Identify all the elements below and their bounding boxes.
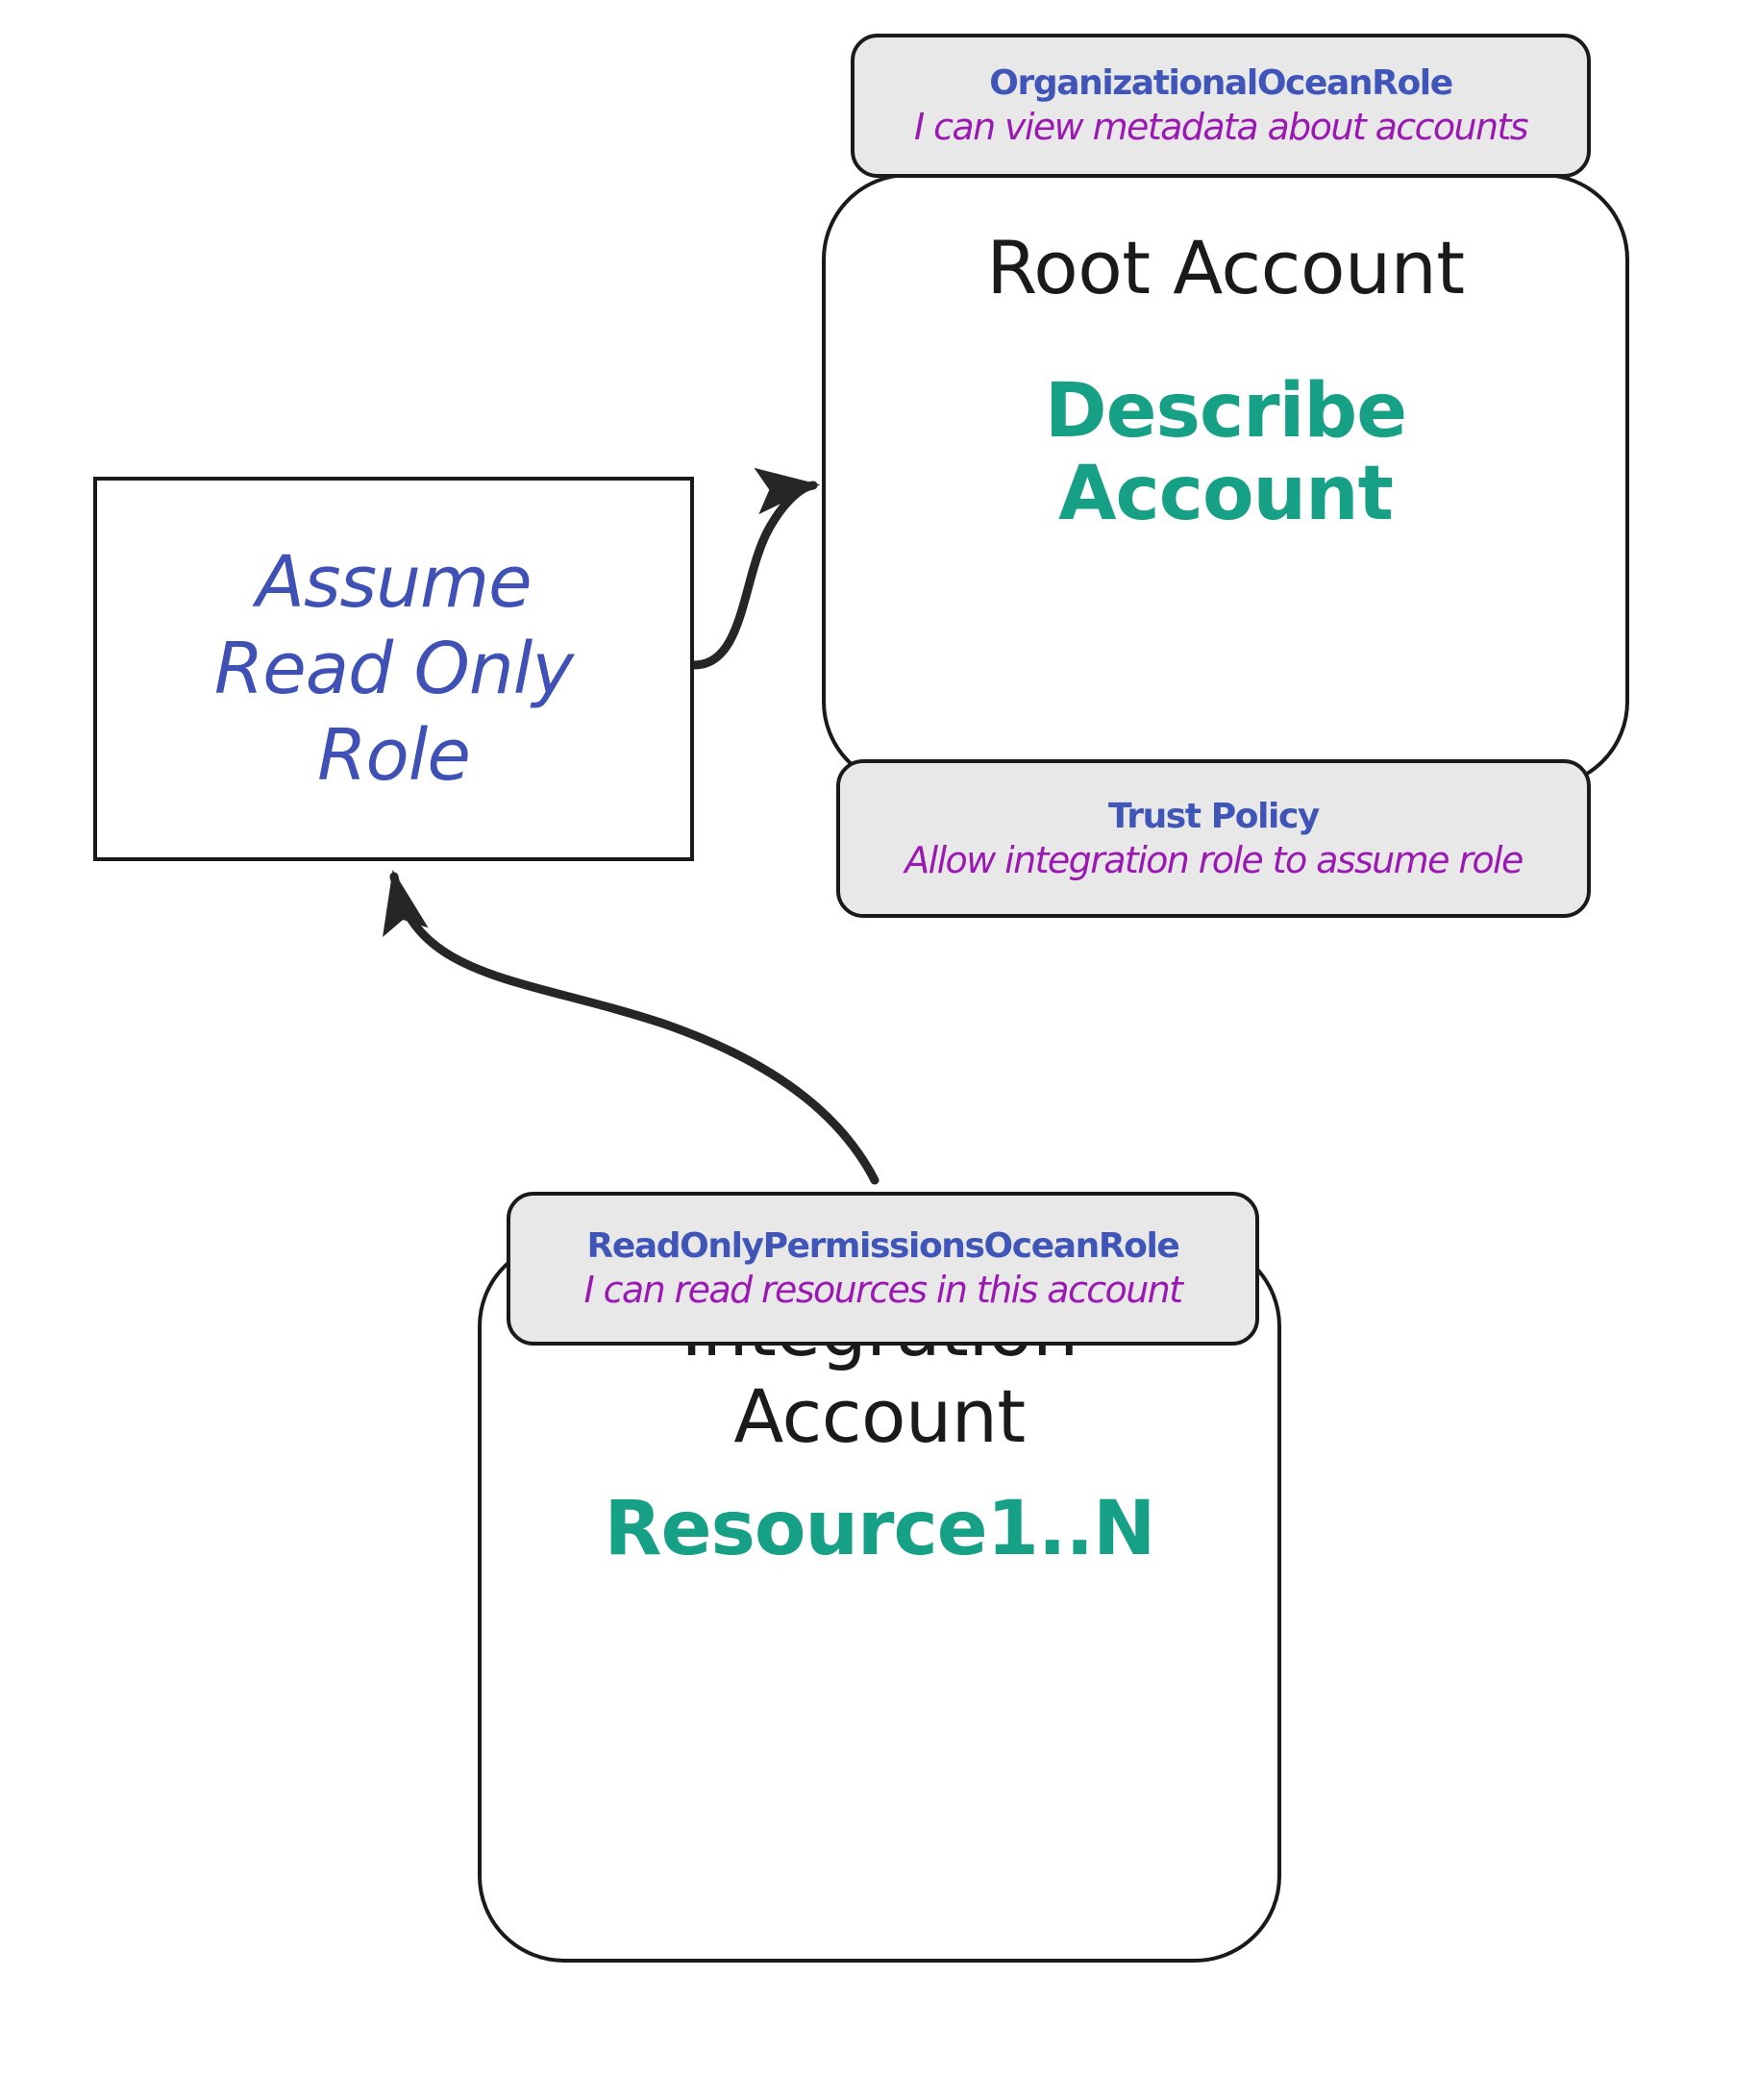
integration-account-role-callout[interactable]: ReadOnlyPermissionsOceanRole I can read … <box>507 1192 1259 1346</box>
root-account-role-description: I can view metadata about accounts <box>914 106 1529 149</box>
integration-account-role-description: I can read resources in this account <box>583 1269 1184 1312</box>
root-account-resource-label: Describe Account <box>1044 368 1407 537</box>
trust-policy-callout[interactable]: Trust Policy Allow integration role to a… <box>836 759 1591 918</box>
edge-integration-to-assume <box>383 869 880 1185</box>
assume-read-only-role-label: Assume Read Only Role <box>213 540 574 798</box>
root-account-role-name: OrganizationalOceanRole <box>989 63 1453 104</box>
root-account-role-callout[interactable]: OrganizationalOceanRole I can view metad… <box>851 34 1591 178</box>
integration-account-resource-label: Resource1..N <box>604 1486 1156 1572</box>
edge-assume-to-root <box>689 467 821 670</box>
integration-account-role-name: ReadOnlyPermissionsOceanRole <box>586 1226 1180 1267</box>
root-account-title: Root Account <box>986 225 1465 310</box>
assume-read-only-role-node[interactable]: Assume Read Only Role <box>93 477 694 861</box>
integration-account-node[interactable]: Integration Account Resource1..N <box>478 1240 1281 1963</box>
trust-policy-description: Allow integration role to assume role <box>904 838 1524 881</box>
root-account-node[interactable]: Root Account Describe Account <box>822 173 1629 788</box>
trust-policy-name: Trust Policy <box>1108 796 1320 836</box>
